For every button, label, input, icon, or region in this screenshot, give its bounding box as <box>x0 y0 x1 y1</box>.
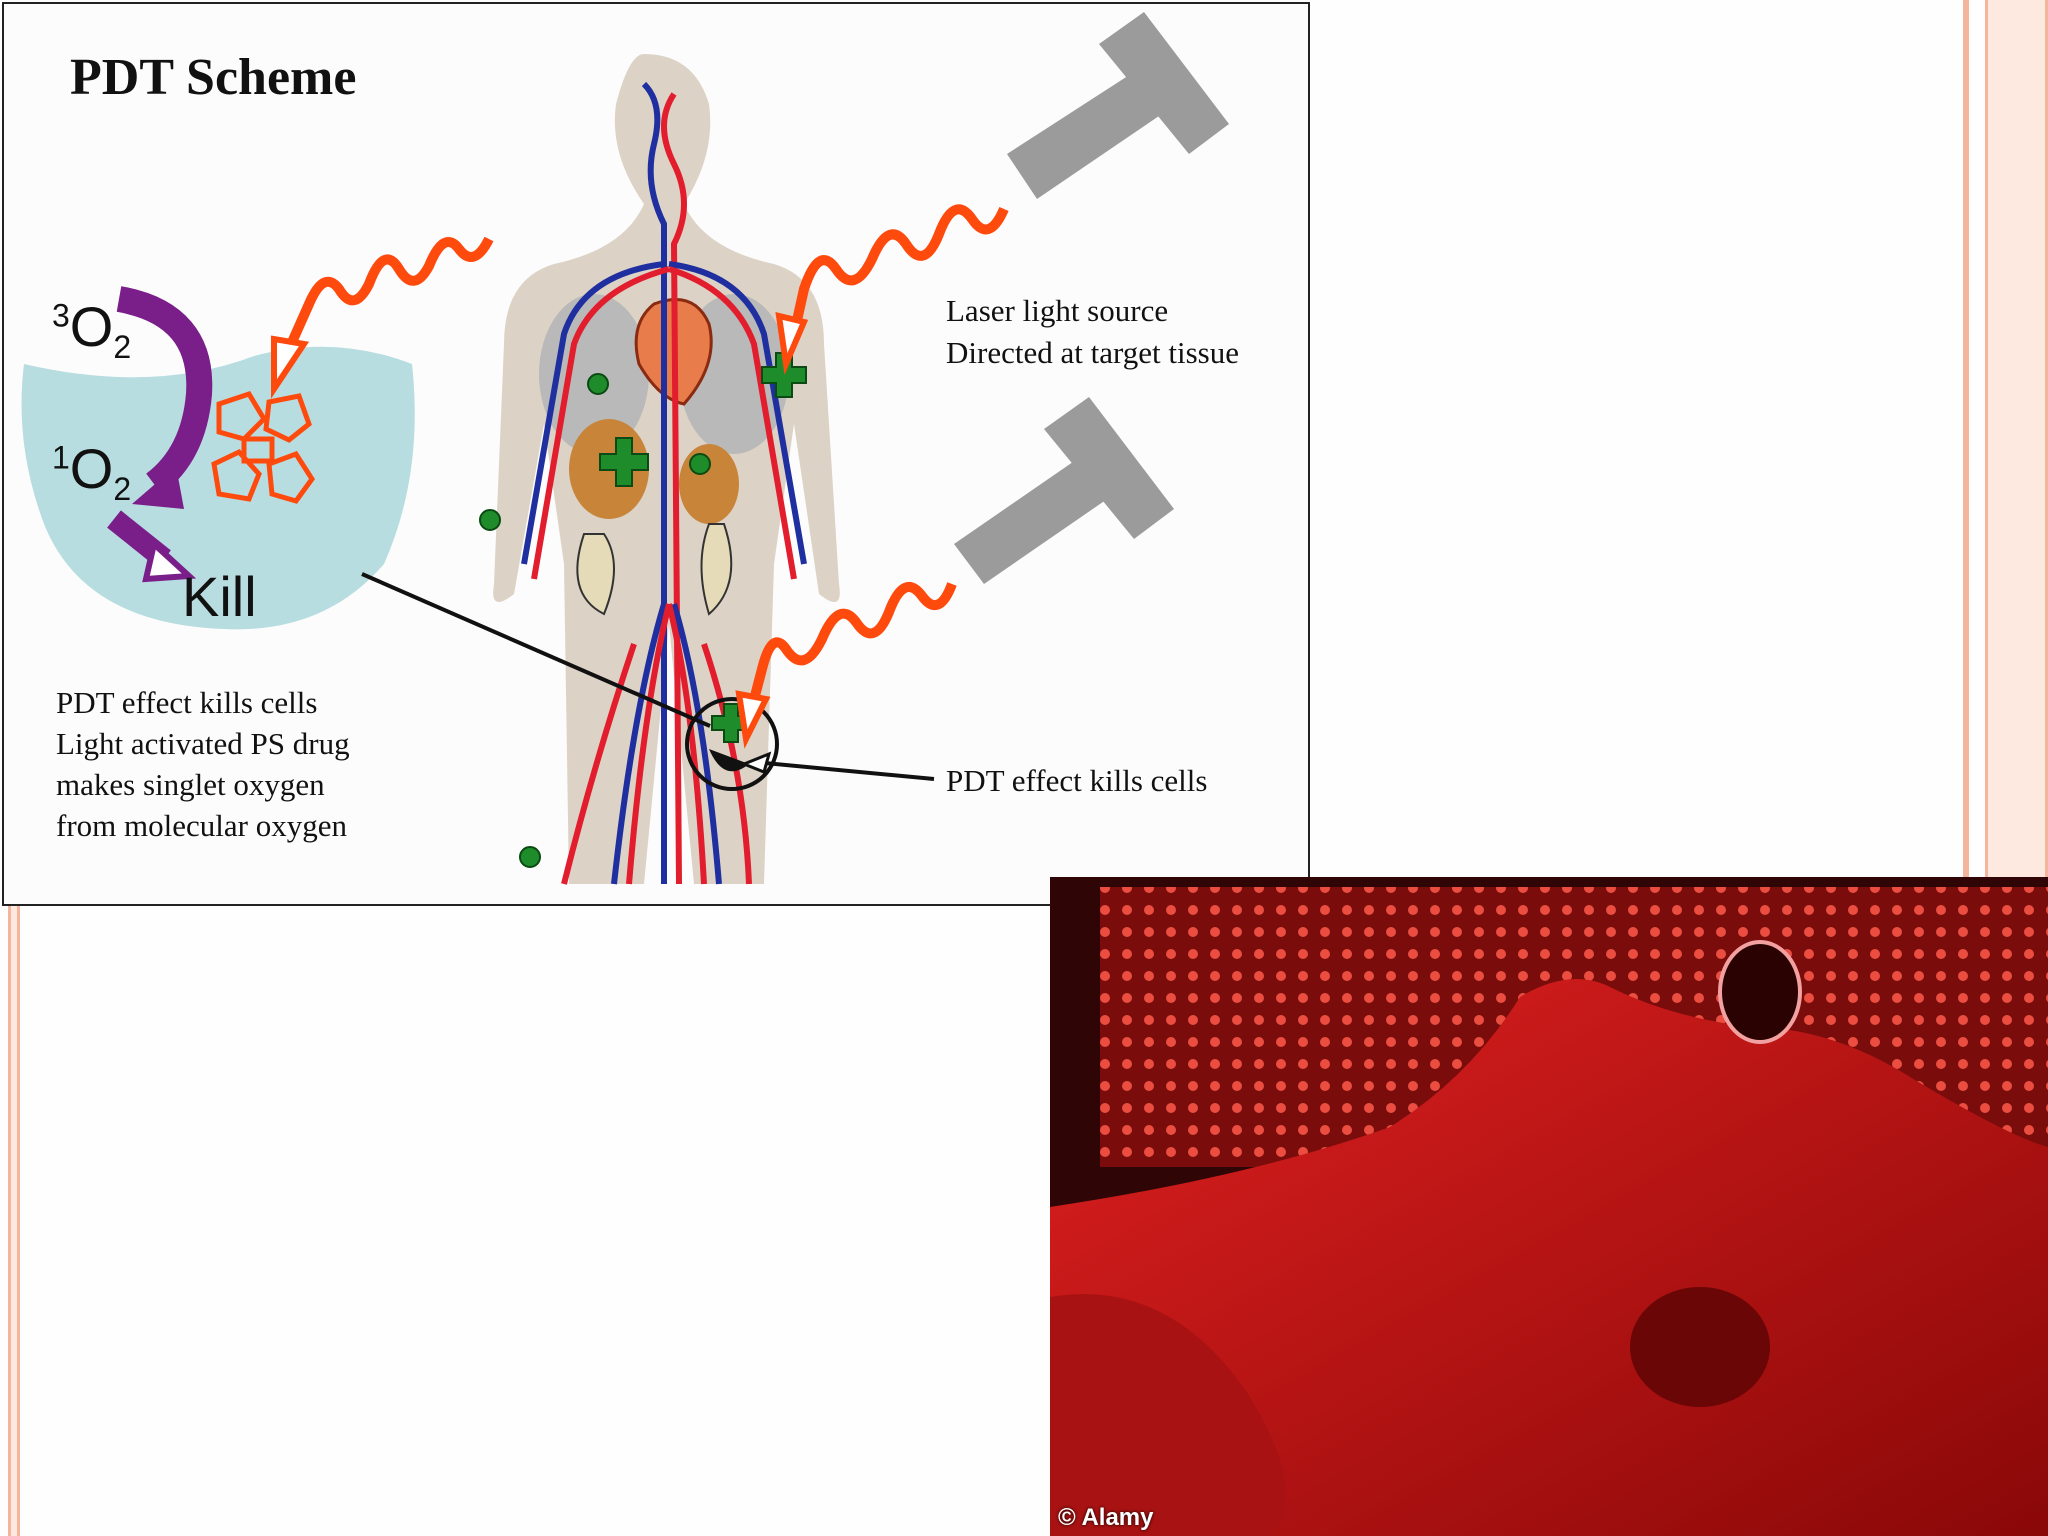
laser-source-icon <box>954 12 1229 584</box>
diagram-title: PDT Scheme <box>70 49 357 106</box>
wave-arrow-icon-lower <box>744 582 957 721</box>
patient-face <box>1050 979 2048 1536</box>
drug-marker-icon <box>479 352 807 868</box>
triplet-oxygen-label: 3O2 <box>52 294 131 366</box>
effect-leader-line <box>753 760 935 781</box>
laser-label-line1: Laser light source <box>946 293 1169 328</box>
triplet-base: O <box>69 295 114 358</box>
left-accent-stripe <box>8 906 20 1536</box>
singlet-oxygen-label: 1O2 <box>52 436 131 508</box>
description-line-1: PDT effect kills cells <box>56 685 318 720</box>
description-line-3: makes singlet oxygen <box>56 767 325 802</box>
description-line-2: Light activated PS drug <box>56 726 350 761</box>
photosensitizer-molecule-icon <box>211 390 316 504</box>
red-light-therapy-photo: © Alamy <box>1050 877 2048 1536</box>
singlet-base: O <box>69 437 114 500</box>
triplet-superscript: 3 <box>52 297 70 334</box>
kill-label: Kill <box>182 565 257 628</box>
pdt-scheme-diagram: PDT Scheme 3O2 1O2 Kill Laser light sour… <box>2 2 1310 906</box>
wave-arrow-icon <box>284 236 494 352</box>
effect-label: PDT effect kills cells <box>946 763 1208 798</box>
right-accent-stripe <box>1963 0 1969 880</box>
photo-graphics <box>1050 887 2048 1536</box>
triplet-subscript: 2 <box>113 329 132 366</box>
photo-credit: © Alamy <box>1058 1504 1154 1531</box>
protective-goggles <box>1718 940 1802 1044</box>
basin-leader-line <box>361 572 711 728</box>
target-tissue-circle <box>685 697 779 791</box>
singlet-superscript: 1 <box>52 439 70 476</box>
wave-arrow-icon-upper <box>789 204 1009 336</box>
description-line-4: from molecular oxygen <box>56 808 347 843</box>
singlet-subscript: 2 <box>113 471 132 508</box>
laser-label-line2: Directed at target tissue <box>946 335 1239 370</box>
right-accent-stripe-outer <box>1985 0 2048 880</box>
oxygen-conversion-arrow-icon <box>116 286 213 495</box>
diagram-graphics <box>21 12 1229 885</box>
